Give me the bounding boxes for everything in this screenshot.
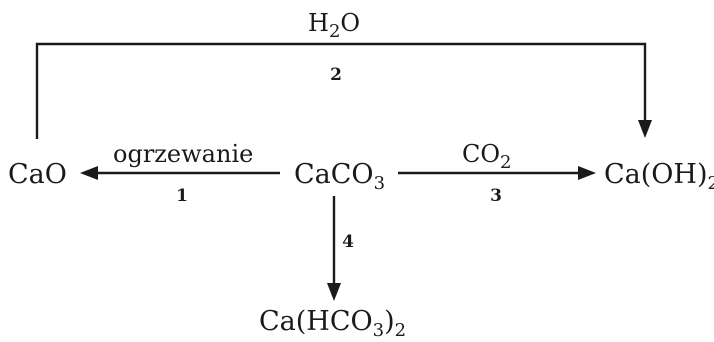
reaction-2-arrowhead [638,120,652,138]
reaction-number-4: 4 [342,232,354,252]
species-cahco3-2: Ca(HCO3)2 [259,306,406,341]
reaction-1-arrowhead [80,166,98,180]
reaction-number-2: 2 [330,65,342,85]
reaction-3-arrowhead [578,166,596,180]
reaction-4-arrowhead [327,283,341,301]
reaction-2-path [35,42,647,139]
condition-co2: CO2 [462,140,512,173]
species-caco3: CaCO3 [294,159,385,194]
reaction-number-1: 1 [176,186,188,206]
species-cao: CaO [8,159,67,190]
condition-water: H2O [308,9,360,42]
reaction-number-3: 3 [490,186,502,206]
condition-heating: ogrzewanie [113,140,253,168]
species-caoh2: Ca(OH)2 [604,159,714,194]
